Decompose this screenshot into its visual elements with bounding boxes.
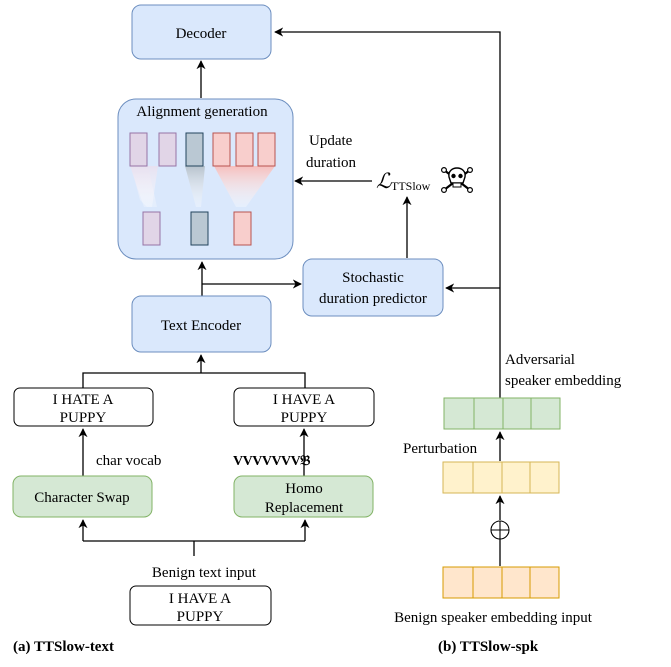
decoder-label: Decoder: [176, 26, 227, 42]
token-purple-1: [129, 132, 148, 167]
caption-right: (b) TTSlow-spk: [438, 639, 539, 655]
benign-speaker-embedding-cells: [442, 566, 560, 599]
alignment-generation-label: Alignment generation: [136, 104, 268, 120]
homo-replacement-node: Homo Replacement: [233, 475, 374, 518]
token-red-2: [235, 132, 254, 167]
token-slate-out: [190, 211, 209, 246]
decoder-node: Decoder: [131, 4, 272, 60]
token-purple-2: [158, 132, 177, 167]
char-vocab-label: char vocab: [96, 453, 161, 469]
token-red-1: [212, 132, 231, 167]
adversarial-label-line2: speaker embedding: [505, 373, 622, 389]
benign-speaker-label: Benign speaker embedding input: [394, 610, 593, 626]
caption-left: (a) TTSlow-text: [13, 639, 114, 655]
arrow-adv-to-decoder: [274, 27, 501, 398]
adversarial-embedding-cells: [443, 397, 561, 430]
hate-line2: PUPPY: [60, 410, 107, 426]
character-swap-node: Character Swap: [12, 475, 153, 518]
sdp-label-line2: duration predictor: [319, 291, 427, 307]
adversarial-label-line1: Adversarial: [505, 352, 575, 368]
alignment-fan-slate: [185, 166, 205, 207]
token-red-3: [257, 132, 276, 167]
homoglyph-set-label: VVVVVVV𝔅: [233, 454, 310, 469]
add-operator-icon: [490, 520, 510, 540]
homo-label-line1: Homo: [285, 481, 323, 497]
token-purple-out: [142, 211, 161, 246]
alignment-fan-purple-2: [130, 166, 158, 207]
perturbation-label: Perturbation: [403, 441, 478, 457]
perturbation-cells: [442, 461, 560, 494]
benign-text-input-box: I HAVE A PUPPY: [129, 585, 272, 626]
update-label-line2: duration: [306, 155, 356, 171]
stochastic-duration-predictor-node: Stochastic duration predictor: [302, 258, 444, 317]
alignment-generation-node: Alignment generation: [117, 98, 294, 260]
input-line1: I HAVE A: [169, 591, 231, 607]
loss-symbol: ℒ TTSlow: [376, 169, 431, 193]
loss-script-l: ℒ: [376, 169, 392, 193]
character-swap-label: Character Swap: [34, 490, 129, 506]
skull-crossbones-icon: [441, 167, 474, 194]
loss-subscript: TTSlow: [391, 179, 431, 193]
sdp-label-line1: Stochastic: [342, 270, 404, 286]
token-slate-1: [185, 132, 204, 167]
alignment-fan-red: [214, 166, 275, 207]
input-line2: PUPPY: [177, 609, 224, 625]
homo-label-line2: Replacement: [265, 500, 344, 516]
perturbed-text-have-box: I HAVE A PUPPY: [233, 387, 375, 427]
text-encoder-node: Text Encoder: [131, 295, 272, 353]
update-label-line1: Update: [309, 133, 353, 149]
merge-connector: [82, 372, 306, 388]
token-red-out: [233, 211, 252, 246]
text-encoder-label: Text Encoder: [161, 318, 241, 334]
benign-text-label: Benign text input: [152, 565, 257, 581]
hate-line1: I HATE A: [53, 392, 114, 408]
perturbed-text-hate-box: I HATE A PUPPY: [13, 387, 154, 427]
have-line2: PUPPY: [281, 410, 328, 426]
have-line1: I HAVE A: [273, 392, 335, 408]
